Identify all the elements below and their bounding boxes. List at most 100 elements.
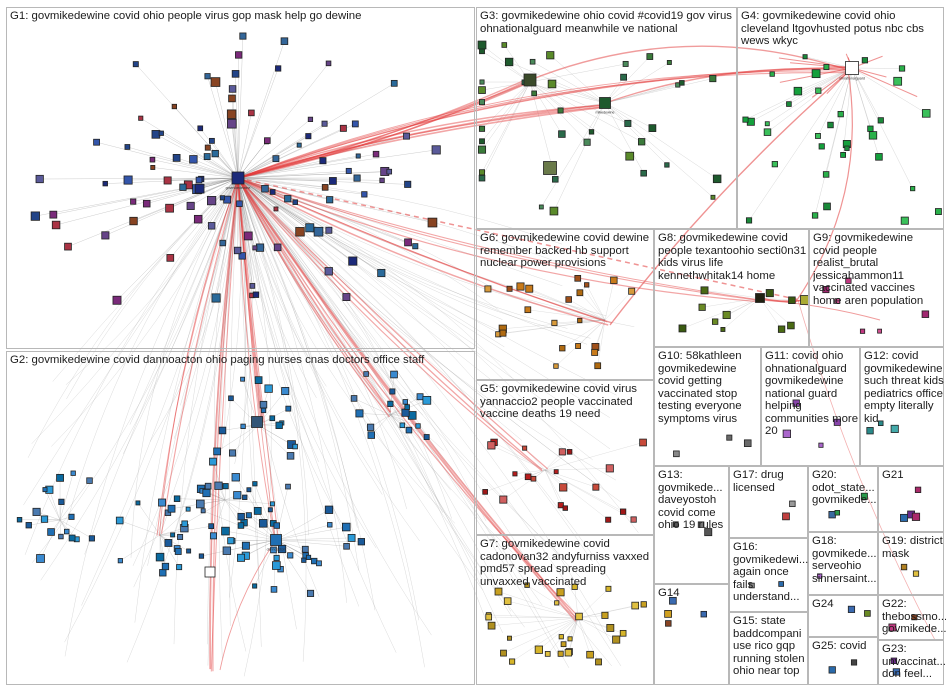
node: [237, 522, 245, 529]
node: [911, 614, 918, 621]
edge: [609, 71, 849, 326]
node: [487, 621, 496, 630]
edge: [237, 177, 581, 578]
edge: [237, 177, 801, 301]
node: [195, 176, 203, 184]
node: [557, 502, 564, 509]
node: [823, 64, 830, 70]
node: [296, 142, 302, 148]
edge: [237, 177, 512, 617]
edge: [275, 524, 330, 541]
node: [900, 513, 908, 522]
node: [363, 371, 369, 377]
node: [575, 343, 582, 349]
node: [163, 176, 172, 185]
edge: [748, 67, 853, 221]
node: [68, 513, 75, 520]
edge: [173, 177, 239, 537]
node: [151, 130, 161, 139]
node: [900, 563, 908, 571]
edge: [237, 177, 276, 541]
edge: [140, 118, 239, 179]
edge: [237, 177, 320, 597]
node: [301, 545, 309, 553]
node: [189, 155, 198, 164]
edge: [237, 149, 437, 179]
node: [516, 282, 525, 291]
node: [664, 162, 670, 168]
node: [218, 426, 227, 435]
node: [259, 400, 268, 409]
node: [401, 408, 410, 417]
node: [252, 245, 258, 251]
node: [624, 119, 632, 127]
edge: [529, 63, 626, 83]
node: [530, 475, 537, 482]
edge: [237, 177, 578, 620]
edge: [604, 102, 653, 129]
edge: [560, 102, 606, 111]
edge: [237, 177, 327, 387]
edge: [604, 102, 718, 180]
edge: [551, 83, 606, 104]
edge: [237, 177, 577, 622]
edge: [237, 177, 432, 636]
edge: [237, 123, 325, 179]
node: [321, 120, 328, 127]
node: [164, 539, 173, 547]
edge: [237, 177, 392, 413]
node: [42, 487, 48, 493]
node: [342, 522, 351, 532]
node: [431, 145, 441, 155]
edge: [232, 424, 259, 454]
node: [150, 165, 156, 170]
node: [868, 131, 878, 140]
edge: [481, 50, 531, 83]
edge: [544, 451, 570, 471]
edge: [237, 177, 621, 503]
node: [252, 481, 258, 487]
edge: [595, 319, 606, 348]
node: [834, 510, 841, 516]
edge: [544, 469, 609, 520]
node: [287, 552, 294, 559]
node: [477, 40, 487, 50]
node: [622, 60, 629, 67]
edge: [180, 177, 239, 406]
edge: [213, 499, 226, 536]
edge: [237, 177, 408, 185]
node: [307, 116, 314, 122]
edge: [805, 56, 853, 69]
node: [765, 289, 774, 298]
node: [40, 515, 49, 523]
edge: [224, 499, 273, 505]
edge: [237, 177, 365, 195]
node: [237, 553, 246, 562]
node: [158, 130, 164, 136]
node: [367, 431, 375, 439]
edge: [586, 284, 606, 321]
edge: [488, 616, 579, 619]
node: [859, 328, 866, 334]
edge: [481, 81, 531, 103]
node: [355, 153, 361, 159]
edge: [524, 82, 606, 104]
edge: [604, 291, 632, 321]
node: [204, 73, 211, 80]
edge: [193, 159, 239, 179]
node: [228, 94, 236, 103]
edge: [555, 319, 606, 367]
edge: [237, 177, 383, 495]
edge: [65, 177, 239, 385]
edge: [237, 177, 376, 611]
edge: [562, 319, 606, 349]
edge: [481, 81, 531, 150]
edge: [224, 177, 239, 427]
edge: [214, 177, 247, 652]
node: [592, 483, 600, 491]
node: [571, 583, 578, 590]
edge: [237, 177, 563, 245]
edge: [212, 461, 226, 501]
node: [342, 293, 351, 302]
node: [326, 196, 334, 204]
